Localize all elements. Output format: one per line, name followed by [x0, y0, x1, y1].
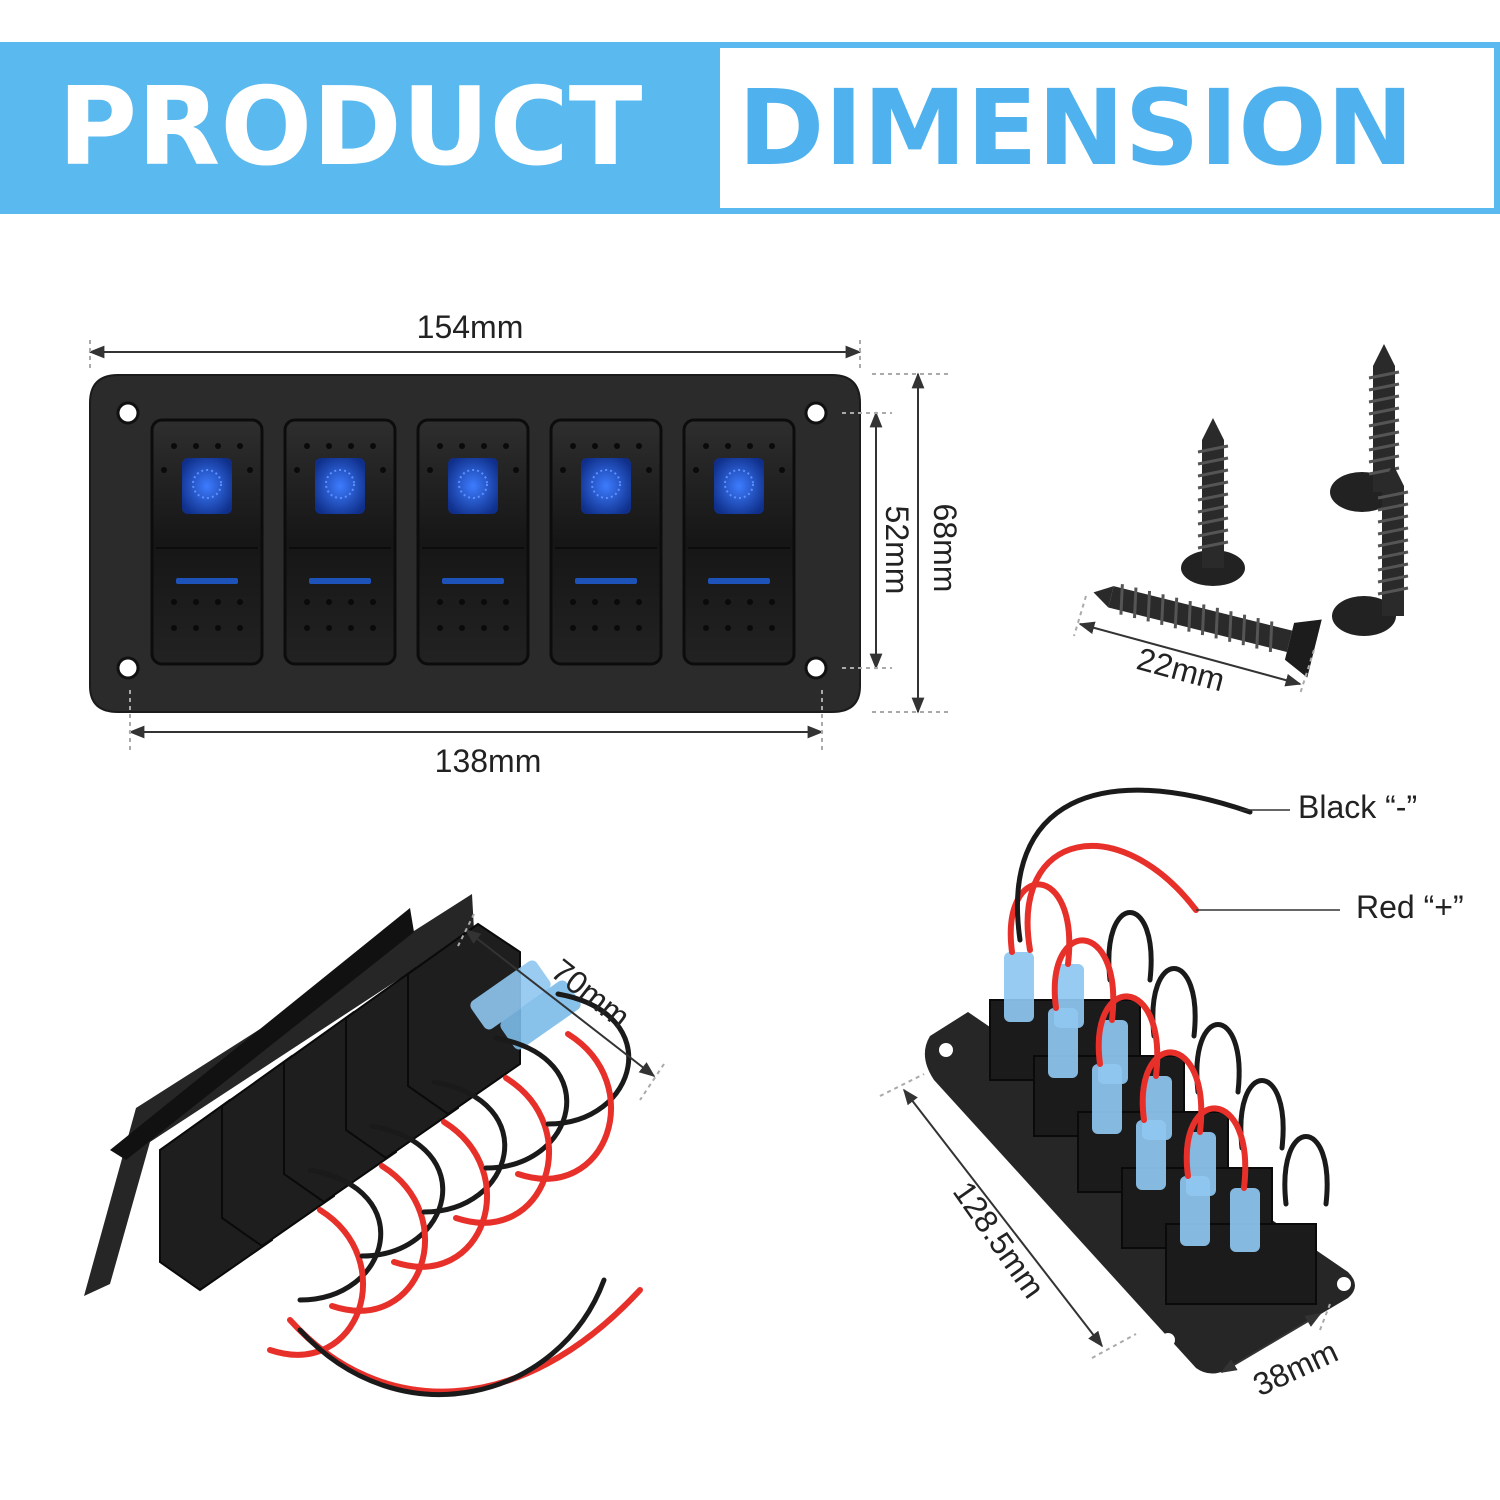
header-banner: PRODUCT DIMENSION	[0, 42, 1500, 214]
rocker-switch	[682, 418, 796, 666]
front-panel	[89, 374, 861, 713]
dim-back-length: 128.5mm	[946, 1175, 1052, 1305]
label-red-wire: Red “+”	[1356, 889, 1464, 925]
switch-body	[1165, 1176, 1317, 1305]
indicator-light-icon	[315, 458, 365, 514]
side-view	[84, 894, 643, 1397]
dim-panel-height: 68mm	[927, 504, 963, 593]
mount-hole-icon	[804, 656, 828, 680]
dim-panel-width: 154mm	[417, 309, 524, 345]
back-view	[924, 787, 1355, 1374]
front-dimension-lines	[88, 340, 952, 750]
mount-hole-icon	[804, 401, 828, 425]
mount-hole-icon	[1337, 1277, 1351, 1291]
mount-hole-icon	[116, 656, 140, 680]
back-dimension-lines	[879, 1073, 1331, 1373]
indicator-light-icon	[714, 458, 764, 514]
screw-dimension-line	[1073, 595, 1315, 695]
indicator-light-icon	[448, 458, 498, 514]
dim-screw-length: 22mm	[1133, 640, 1228, 698]
rocker-switch	[416, 418, 530, 666]
banner-right-block	[714, 42, 1500, 214]
depth-dimension-line	[457, 913, 665, 1101]
wire-legend-lines	[1196, 809, 1340, 911]
mount-hole-icon	[116, 401, 140, 425]
rocker-switch	[150, 418, 264, 666]
banner-title-dimension: DIMENSION	[738, 67, 1414, 189]
screws-group	[1093, 344, 1409, 678]
indicator-light-icon	[182, 458, 232, 514]
screw-icon	[1330, 344, 1400, 512]
rocker-switch	[283, 418, 397, 666]
indicator-light-icon	[581, 458, 631, 514]
rocker-switch	[549, 418, 663, 666]
label-black-wire: Black “-”	[1298, 789, 1417, 825]
mount-hole-icon	[1161, 1333, 1175, 1347]
screw-icon	[1332, 464, 1409, 636]
banner-left-block	[0, 42, 714, 214]
dim-hole-height: 52mm	[879, 506, 915, 595]
dim-hole-spacing: 138mm	[435, 743, 542, 779]
screw-icon	[1181, 418, 1245, 586]
mount-hole-icon	[939, 1043, 953, 1057]
banner-title-product: PRODUCT	[58, 65, 643, 190]
